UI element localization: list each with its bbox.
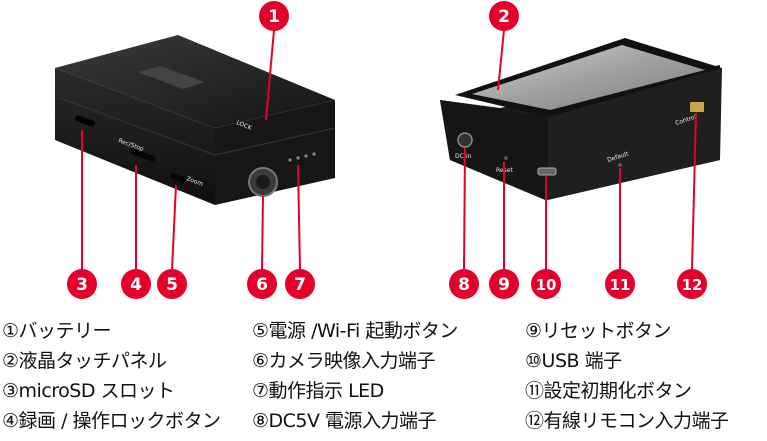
svg-text:11: 11 bbox=[610, 276, 631, 294]
badge-1: 1 bbox=[259, 1, 289, 31]
leader-lines bbox=[81, 29, 697, 271]
legend-item: ⑩USB 端子 bbox=[525, 350, 622, 372]
right-device: DC-in Reset Default Control bbox=[440, 38, 722, 200]
badge-11: 11 bbox=[605, 269, 635, 299]
badge-8: 8 bbox=[449, 269, 479, 299]
remote-control-port[interactable] bbox=[690, 102, 704, 112]
legend-item: ⑧DC5V 電源入力端子 bbox=[252, 410, 437, 432]
battery-label bbox=[138, 66, 205, 89]
badge-9: 9 bbox=[489, 269, 519, 299]
svg-text:5: 5 bbox=[166, 275, 178, 295]
legend-item: ⑪設定初期化ボタン bbox=[525, 380, 692, 402]
legend-column-2: ⑤電源 /Wi-Fi 起動ボタン ⑥カメラ映像入力端子 ⑦動作指示 LED ⑧D… bbox=[252, 316, 458, 436]
default-reset-button[interactable] bbox=[618, 163, 622, 167]
svg-text:2: 2 bbox=[498, 7, 510, 27]
left-device: LOCK Rec/Stop Zoom bbox=[55, 35, 336, 205]
legend-item: ⑤電源 /Wi-Fi 起動ボタン bbox=[252, 320, 458, 342]
badge-12: 12 bbox=[677, 269, 707, 299]
badge-3: 3 bbox=[67, 269, 97, 299]
dc-label: DC-in bbox=[455, 153, 472, 160]
legend-item: ②液晶タッチパネル bbox=[2, 350, 167, 372]
legend-item: ⑫有線リモコン入力端子 bbox=[525, 410, 729, 432]
status-leds bbox=[288, 152, 316, 162]
svg-text:8: 8 bbox=[458, 275, 470, 295]
legend-item: ⑨リセットボタン bbox=[525, 320, 672, 342]
svg-text:3: 3 bbox=[76, 275, 88, 295]
badge-5: 5 bbox=[157, 269, 187, 299]
left-device-side-face bbox=[55, 68, 215, 205]
product-diagram: LOCK Rec/Stop Zoom DC-in bbox=[55, 1, 722, 299]
lcd-touch-panel[interactable] bbox=[472, 45, 705, 110]
dc-in-port[interactable] bbox=[457, 132, 473, 148]
svg-text:12: 12 bbox=[682, 276, 703, 294]
badge-7: 7 bbox=[285, 269, 315, 299]
badge-6: 6 bbox=[247, 269, 277, 299]
legend-item: ④録画 / 操作ロックボタン bbox=[2, 410, 221, 432]
svg-text:6: 6 bbox=[256, 275, 268, 295]
parts-legend: ①バッテリー ②液晶タッチパネル ③microSD スロット ④録画 / 操作ロ… bbox=[0, 302, 767, 441]
badge-4: 4 bbox=[121, 269, 151, 299]
power-wifi-button[interactable] bbox=[169, 172, 186, 183]
svg-text:1: 1 bbox=[268, 7, 280, 27]
svg-text:9: 9 bbox=[498, 275, 510, 295]
legend-column-3: ⑨リセットボタン ⑩USB 端子 ⑪設定初期化ボタン ⑫有線リモコン入力端子 bbox=[525, 316, 729, 436]
usb-port[interactable] bbox=[537, 167, 557, 176]
svg-text:10: 10 bbox=[536, 276, 557, 294]
badges: 1 2 3 4 5 6 7 8 9 10 11 12 bbox=[67, 1, 707, 299]
badge-2: 2 bbox=[489, 1, 519, 31]
rec-lock-button[interactable] bbox=[130, 148, 156, 163]
legend-item: ③microSD スロット bbox=[2, 380, 175, 402]
svg-text:7: 7 bbox=[294, 275, 306, 295]
reset-button[interactable] bbox=[504, 156, 508, 160]
badge-10: 10 bbox=[531, 269, 561, 299]
legend-column-1: ①バッテリー ②液晶タッチパネル ③microSD スロット ④録画 / 操作ロ… bbox=[2, 316, 221, 436]
left-device-front-face bbox=[215, 100, 335, 205]
legend-item: ⑦動作指示 LED bbox=[252, 380, 384, 402]
microsd-slot[interactable] bbox=[75, 115, 96, 127]
legend-item: ⑥カメラ映像入力端子 bbox=[252, 350, 436, 372]
svg-text:4: 4 bbox=[130, 275, 142, 295]
legend-item: ①バッテリー bbox=[2, 320, 112, 342]
